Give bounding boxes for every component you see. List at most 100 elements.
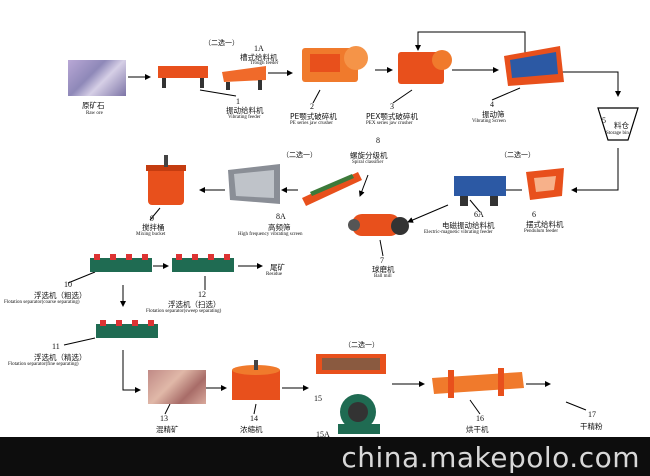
feeder-6a-number: 6A <box>474 210 484 219</box>
mixed-concentrate-image <box>148 370 206 404</box>
arrow-mill-classifier <box>358 174 369 197</box>
mixing-9-number: 9 <box>150 214 154 223</box>
dryer-16-label: 烘干机 <box>466 425 489 434</box>
powder-17-label: 干精粉 <box>580 422 603 431</box>
pendulum-feeder-image <box>526 168 564 200</box>
leader-14 <box>253 403 257 415</box>
leader-jaw-2 <box>312 89 321 104</box>
feeder-6-label: 摆式给料机 <box>526 220 564 229</box>
feeder-1a-label: 槽式给料机 <box>240 53 278 62</box>
choose-one-tag: （二选一） <box>282 151 317 159</box>
screen-8a-label: 高频筛 <box>268 223 291 232</box>
pex-3-label: PEX颚式破碎机 <box>366 112 418 121</box>
choose-one-tag: （二选一） <box>204 39 239 47</box>
concentrate-13-number: 13 <box>160 414 168 423</box>
flot-11-label: 浮选机（精选） <box>34 353 87 362</box>
mixing-9-label: 搅拌桶 <box>142 223 165 232</box>
feeder-equipment-images <box>158 66 266 90</box>
concentrate-13-label: 混精矿 <box>156 425 179 434</box>
classifier-8-number: 8 <box>376 136 380 145</box>
leader-17 <box>565 401 587 411</box>
choose-one-tag: （二选一） <box>500 151 535 159</box>
flotation-12-image <box>172 254 234 272</box>
screen-8a-number: 8A <box>276 212 286 221</box>
feeder-1-label: 振动给料机 <box>226 106 264 115</box>
filter-equipment-images <box>316 354 386 434</box>
electromagnetic-feeder-image <box>454 176 506 206</box>
filter-15a-number: 15A <box>316 430 330 439</box>
thickener-14-number: 14 <box>250 414 258 423</box>
filter-15-number: 15 <box>314 394 322 403</box>
arrow-6a-to-mill <box>407 204 449 223</box>
leader-mixer-9 <box>149 207 161 221</box>
mixing-bucket-image <box>146 155 186 205</box>
ball-mill-7-label: 球磨机 <box>372 265 395 274</box>
flotation-11-image <box>96 320 158 338</box>
arrow-bin-to-feeder <box>571 148 619 193</box>
screen-4-label: 振动筛 <box>482 110 505 119</box>
screen-4-label-en: Vibrating Screen <box>472 119 506 124</box>
screen-4-number: 4 <box>490 100 494 109</box>
bin-5-number: 5 <box>602 116 606 125</box>
residue-label: 尾矿 <box>270 263 285 272</box>
high-frequency-screen-image <box>228 164 280 204</box>
arrow-flot11-to-13 <box>122 350 141 393</box>
leader-flot-10 <box>67 271 96 284</box>
ball-mill-image <box>348 214 409 236</box>
ball-mill-7-number: 7 <box>380 256 384 265</box>
choose-one-tag: （二选一） <box>344 341 379 349</box>
leader-16 <box>469 399 481 415</box>
pex-jaw-crusher-image <box>398 50 452 84</box>
jaw-2-label-en: PE series jaw crusher <box>290 121 333 126</box>
feeder-6a-label: 电磁振动给料机 <box>442 221 495 230</box>
raw-ore-label: 原矿石 <box>82 101 105 110</box>
mixing-9-label-en: Mixing bucket <box>136 232 166 237</box>
flot-11-number: 11 <box>52 342 60 351</box>
pe-jaw-crusher-image <box>302 46 368 82</box>
feeder-1a-label-en: Trough feeder <box>250 61 279 66</box>
flot-10-number: 10 <box>64 280 72 289</box>
flot-11-label-en: Flotation separator(fine separating) <box>8 362 79 367</box>
leader-13 <box>164 403 171 415</box>
leader-mill-7 <box>379 239 384 257</box>
storage-bin-shape <box>597 107 639 141</box>
jaw-2-number: 2 <box>310 102 314 111</box>
bin-5-label: 料仓 <box>614 121 629 130</box>
flot-10-label: 浮选机（粗选） <box>34 291 87 300</box>
watermark-text: china.makepolo.com <box>341 441 640 474</box>
flot-12-number: 12 <box>198 290 206 299</box>
thickener-image <box>232 360 280 400</box>
leader-feeder-1 <box>199 89 237 97</box>
leader-6a <box>469 199 481 213</box>
spiral-classifier-image <box>302 172 362 206</box>
thickener-14-label: 浓缩机 <box>240 425 263 434</box>
feeder-1-label-en: Vibrating feeder <box>228 115 261 120</box>
powder-17-number: 17 <box>588 410 596 419</box>
feeder-6a-label-en: Electric-magnetic vibrating feeder <box>424 230 493 235</box>
feeder-1-number: 1 <box>236 97 240 106</box>
dryer-16-number: 16 <box>476 414 484 423</box>
raw-ore-image <box>68 60 126 96</box>
raw-ore-label-en: Raw ore <box>86 111 103 116</box>
feeder-1a-number: 1A <box>254 44 264 53</box>
screen-8a-label-en: High frequency vibrating screen <box>238 232 303 237</box>
pex-3-number: 3 <box>390 102 394 111</box>
leader-pex-3 <box>392 89 413 104</box>
watermark-bar: china.makepolo.com <box>0 437 650 476</box>
leader-screen-4 <box>491 87 521 101</box>
feeder-6-label-en: Pendulum feeder <box>524 229 559 234</box>
flot-12-label-en: Flotation separator(sweep separating) <box>146 309 222 314</box>
classifier-8-label-en: Spiral classifier <box>352 160 384 165</box>
residue-label-en: Residue <box>266 272 283 277</box>
flotation-10-image <box>90 254 152 272</box>
pex-3-label-en: PEX series jaw crusher <box>366 121 413 126</box>
ball-mill-7-label-en: Ball mill <box>374 274 392 279</box>
leader-flot-11 <box>63 337 96 346</box>
feeder-6-number: 6 <box>532 210 536 219</box>
rotary-dryer-image <box>432 368 524 398</box>
flot-12-label: 浮选机（扫选） <box>168 300 221 309</box>
jaw-2-label: PE颚式破碎机 <box>290 112 337 121</box>
classifier-8-label: 螺旋分级机 <box>350 151 388 160</box>
